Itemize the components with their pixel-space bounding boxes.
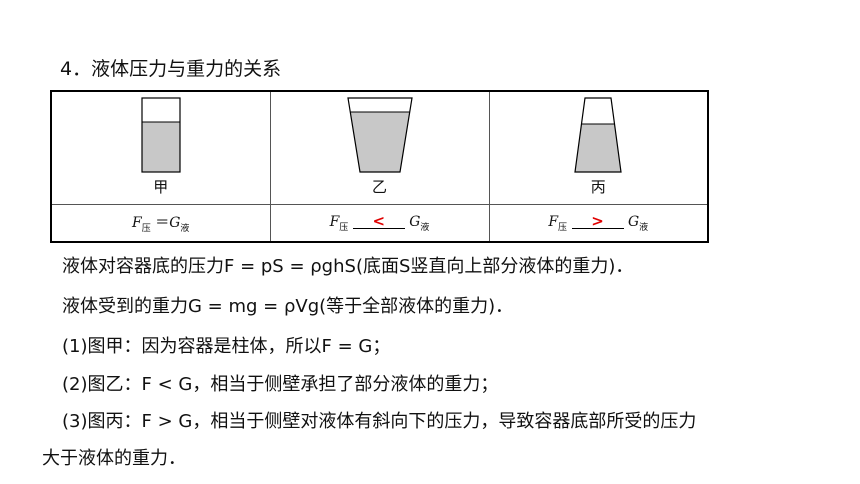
section-title: 4．液体压力与重力的关系 (60, 58, 282, 80)
figure-cell-bing: 丙 (488, 90, 709, 205)
gravity-symbol: G (627, 213, 640, 230)
formula-jia: F压 ＝G液 (50, 204, 271, 243)
text-line-pressure-formula: 液体对容器底的压力F = pS = ρghS(底面S竖直向上部分液体的重力)． (62, 256, 634, 277)
gravity-symbol: G (409, 213, 421, 230)
figure-caption-yi: 乙 (371, 178, 387, 196)
cylinder-container-diagram (141, 97, 181, 173)
answer-blank-less-than: < (352, 213, 405, 229)
text-line-case-yi: (2)图乙：F < G，相当于侧壁承担了部分液体的重力； (62, 374, 499, 395)
figure-caption-bing: 丙 (590, 178, 606, 196)
force-symbol: F (132, 215, 142, 232)
force-subscript: 压 (141, 223, 151, 234)
text-line-gravity-formula: 液体受到的重力G = mg = ρVg(等于全部液体的重力)． (62, 296, 514, 317)
relation-sign: ＝ (155, 215, 170, 232)
text-line-case-bing: (3)图丙：F > G，相当于侧壁对液体有斜向下的压力，导致容器底部所受的压力 (62, 411, 697, 432)
gravity-subscript: 液 (180, 223, 190, 234)
wide-bottom-container-diagram (574, 97, 622, 173)
force-subscript: 压 (558, 222, 568, 233)
force-subscript: 压 (339, 222, 349, 233)
answer-blank-greater-than: > (571, 213, 624, 229)
gravity-subscript: 液 (639, 222, 649, 233)
text-line-case-jia: (1)图甲：因为容器是柱体，所以F = G； (62, 336, 391, 357)
container-comparison-table: 甲 乙 丙 F压 ＝G液 F压 < G液 (50, 90, 709, 243)
force-symbol: F (329, 213, 340, 230)
text-line-case-bing-cont: 大于液体的重力． (42, 448, 186, 469)
formula-bing: F压 > G液 (488, 204, 709, 243)
wide-top-container-diagram (346, 97, 413, 173)
figure-cell-jia: 甲 (50, 90, 271, 205)
figure-cell-yi: 乙 (269, 90, 490, 205)
force-symbol: F (548, 213, 559, 230)
formula-yi: F压 < G液 (269, 204, 490, 243)
gravity-subscript: 液 (420, 222, 430, 233)
gravity-symbol: G (169, 215, 181, 232)
figure-caption-jia: 甲 (153, 178, 169, 196)
